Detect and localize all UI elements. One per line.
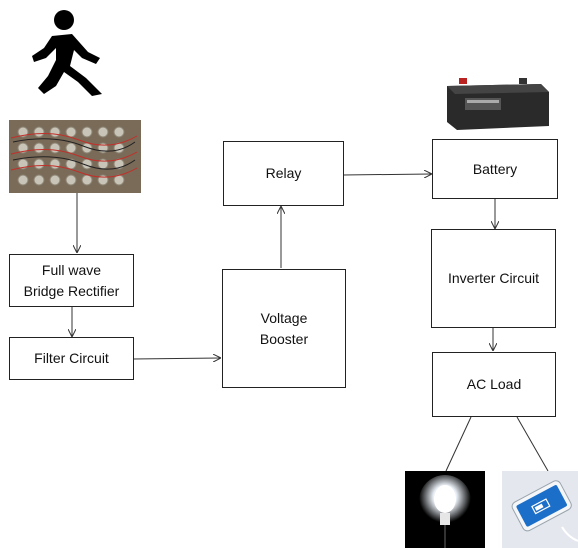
arrow-filter-to-booster <box>132 358 220 359</box>
walking-person-icon <box>32 10 102 96</box>
line-acload-to-phone <box>516 416 549 472</box>
line-acload-to-bulb <box>445 416 472 472</box>
rectifier-block: Full wave Bridge Rectifier <box>9 254 134 307</box>
light-bulb-image <box>405 471 485 548</box>
piezo-array-image <box>9 120 141 193</box>
charging-phone-image <box>502 471 578 548</box>
arrow-relay-to-battery <box>342 174 431 175</box>
voltage-booster-block: Voltage Booster <box>222 269 346 388</box>
relay-block: Relay <box>223 141 344 206</box>
battery-image <box>445 76 551 132</box>
ac-load-block: AC Load <box>432 352 556 417</box>
filter-block: Filter Circuit <box>9 337 134 380</box>
battery-block: Battery <box>432 139 558 199</box>
inverter-block: Inverter Circuit <box>431 229 556 328</box>
